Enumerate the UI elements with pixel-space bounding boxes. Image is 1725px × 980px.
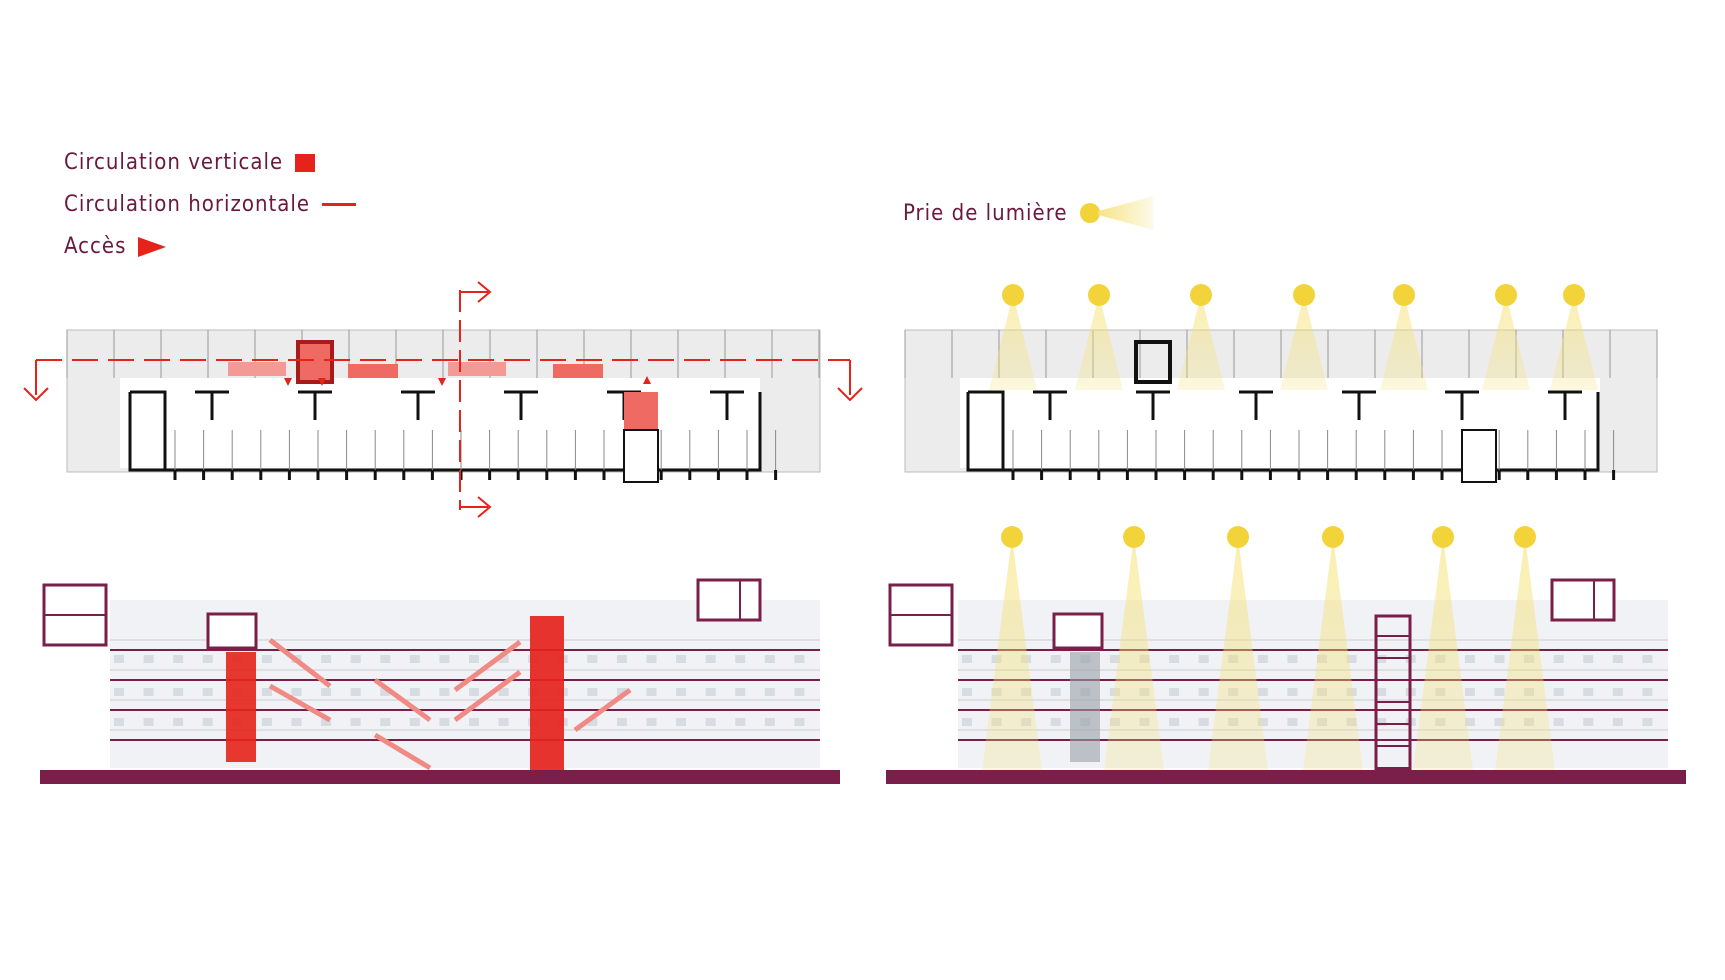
legend-light: Prie de lumière: [903, 196, 1154, 230]
light-beam: [1303, 537, 1363, 770]
floor-plan-light: [904, 284, 1658, 483]
light-beam: [1550, 295, 1598, 390]
legend-horizontal-circulation: Circulation horizontale: [64, 192, 357, 217]
light-beam: [1495, 537, 1555, 770]
stair-shaft-red: [226, 652, 256, 762]
section-circulation: [40, 578, 840, 784]
elevator-shaft-red: [530, 616, 564, 770]
red-line-icon: [322, 203, 357, 206]
legend-access: Accès: [64, 234, 167, 259]
light-beam: [1075, 295, 1123, 390]
red-square-icon: [295, 153, 316, 172]
red-arrow-icon: [138, 236, 167, 257]
legend-access-label: Accès: [64, 234, 127, 259]
sun-icon: [1322, 526, 1344, 548]
sun-icon: [1227, 526, 1249, 548]
legend-horizontal-label: Circulation horizontale: [64, 192, 311, 217]
sun-icon: [1514, 526, 1536, 548]
sun-icon: [1563, 284, 1585, 306]
light-beam: [989, 295, 1037, 390]
sun-icon: [1293, 284, 1315, 306]
sun-icon: [1190, 284, 1212, 306]
sun-icon: [1123, 526, 1145, 548]
elevator-core-red: [624, 392, 658, 430]
light-beam: [1208, 537, 1268, 770]
stair-core-red: [296, 340, 334, 384]
sun-icon: [1432, 526, 1454, 548]
ground-slab: [40, 770, 840, 784]
light-beam: [982, 537, 1042, 770]
light-beam: [1482, 295, 1530, 390]
sun-icon: [1495, 284, 1517, 306]
light-beam: [1177, 295, 1225, 390]
light-beam: [1380, 295, 1428, 390]
sun-icon: [1002, 284, 1024, 306]
ground-slab: [886, 770, 1686, 784]
light-beam: [1413, 537, 1473, 770]
light-beam: [1280, 295, 1328, 390]
sun-icon: [1001, 526, 1023, 548]
sun-icon: [1088, 284, 1110, 306]
sun-icon: [1079, 203, 1100, 223]
light-beam: [1104, 537, 1164, 770]
legend-light-label: Prie de lumière: [903, 200, 1068, 226]
sun-icon: [1393, 284, 1415, 306]
legend-vertical-label: Circulation verticale: [64, 150, 284, 175]
legend-vertical-circulation: Circulation verticale: [64, 150, 316, 175]
section-light: [886, 526, 1686, 784]
floor-plan-circulation: [23, 281, 863, 518]
